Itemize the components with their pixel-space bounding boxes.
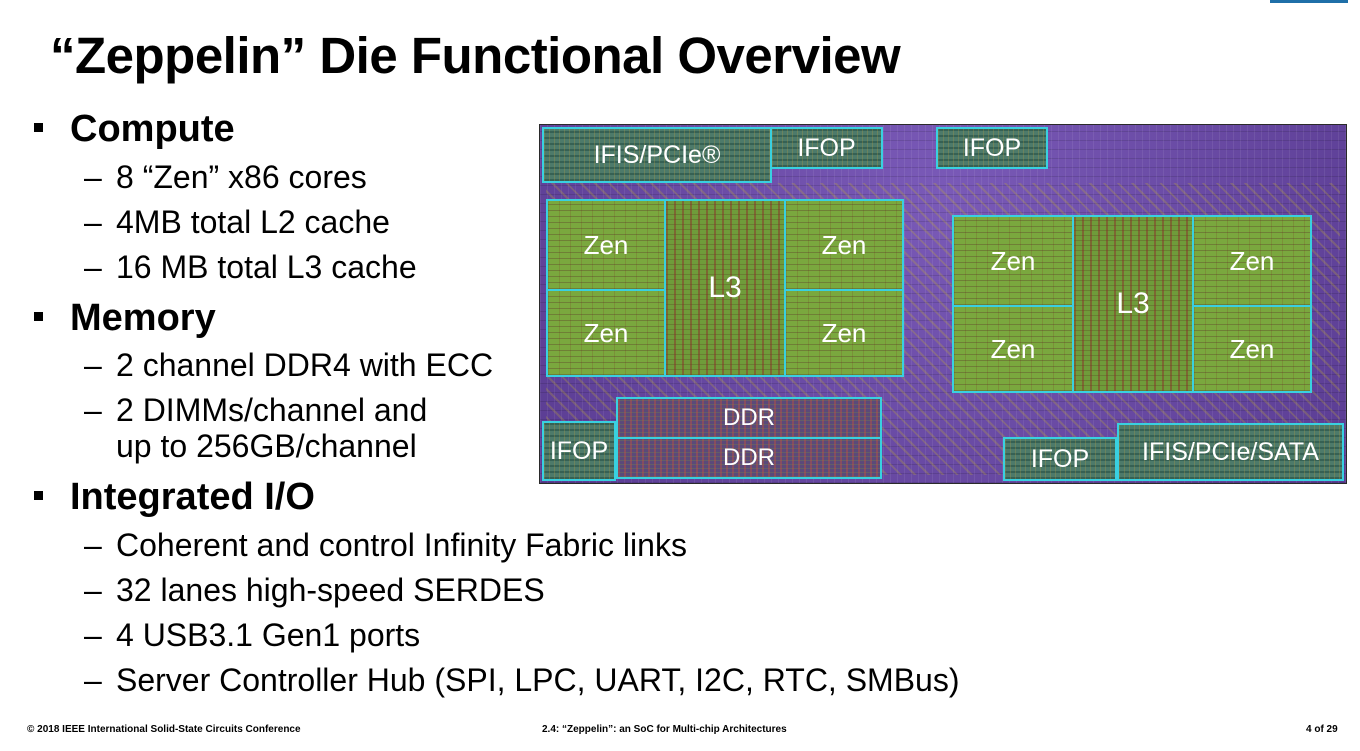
- page-number: 4 of 29: [1306, 724, 1338, 735]
- slide-title: “Zeppelin” Die Functional Overview: [50, 27, 901, 84]
- list-item: –Coherent and control Infinity Fabric li…: [84, 527, 687, 563]
- list-item: –2 DIMMs/channel and: [84, 392, 428, 428]
- list-item: –8 “Zen” x86 cores: [84, 159, 367, 195]
- section-compute: Compute: [34, 108, 235, 151]
- ddr-phy-block: DDR: [616, 437, 882, 479]
- list-item: –32 lanes high-speed SERDES: [84, 572, 545, 608]
- zen-core-block: Zen: [784, 289, 904, 377]
- section-heading: Compute: [70, 108, 235, 150]
- bullet-square: [34, 312, 43, 322]
- ifis-pcie-sata-block: IFIS/PCIe/SATA: [1117, 423, 1344, 481]
- section-heading: Memory: [70, 297, 216, 339]
- ddr-phy-block: DDR: [616, 397, 882, 439]
- ifop-block: IFOP: [936, 127, 1048, 169]
- zen-core-block: Zen: [952, 305, 1074, 393]
- list-item: –4MB total L2 cache: [84, 204, 390, 240]
- ifop-block: IFOP: [770, 127, 883, 169]
- list-item-continuation: up to 256GB/channel: [116, 428, 417, 464]
- top-accent-bar: [1270, 0, 1348, 3]
- section-heading: Integrated I/O: [70, 476, 315, 518]
- ifis-pcie-block: IFIS/PCIe®: [542, 127, 772, 183]
- bullet-square: [34, 491, 43, 501]
- ifop-block: IFOP: [1003, 437, 1117, 481]
- list-item: –4 USB3.1 Gen1 ports: [84, 617, 421, 653]
- list-item: –16 MB total L3 cache: [84, 249, 417, 285]
- section-memory: Memory: [34, 297, 216, 340]
- zen-core-block: Zen: [1192, 305, 1312, 393]
- zen-core-block: Zen: [1192, 215, 1312, 307]
- zen-core-block: Zen: [784, 199, 904, 291]
- l3-cache-block: L3: [664, 199, 786, 377]
- footer-copyright: © 2018 IEEE International Solid-State Ci…: [27, 724, 301, 735]
- bullet-square: [34, 123, 43, 133]
- list-item: –Server Controller Hub (SPI, LPC, UART, …: [84, 662, 960, 698]
- section-integrated-io: Integrated I/O: [34, 476, 315, 519]
- l3-cache-block: L3: [1072, 215, 1194, 393]
- list-item: –2 channel DDR4 with ECC: [84, 347, 494, 383]
- zen-core-block: Zen: [546, 289, 666, 377]
- zen-core-block: Zen: [952, 215, 1074, 307]
- footer-session-title: 2.4: “Zeppelin”: an SoC for Multi-chip A…: [542, 724, 787, 735]
- die-photo: IFIS/PCIe® IFOP IFOP Zen L3 Zen Zen Zen …: [539, 124, 1347, 484]
- zen-core-block: Zen: [546, 199, 666, 291]
- ifop-block: IFOP: [542, 421, 616, 481]
